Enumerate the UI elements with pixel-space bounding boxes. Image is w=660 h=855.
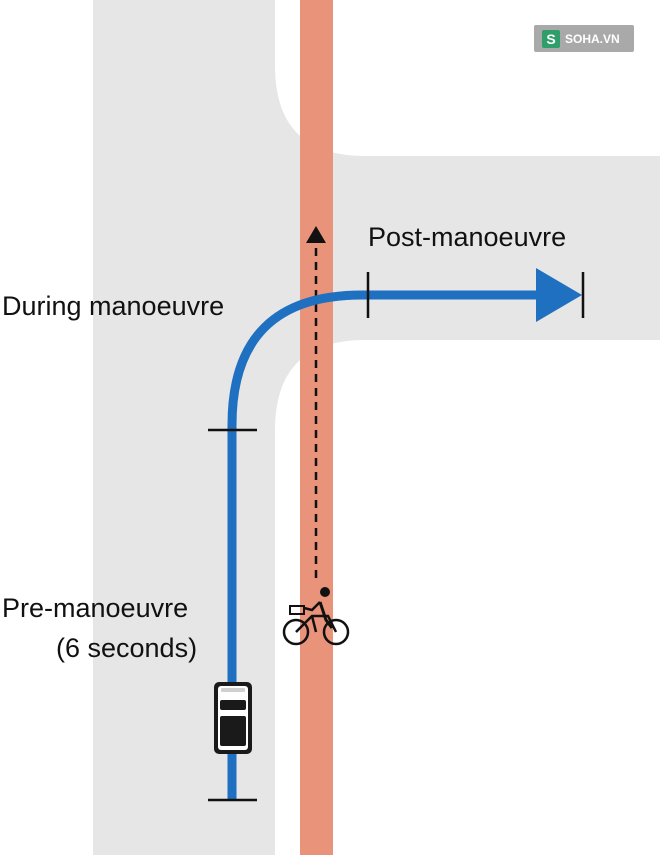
car-path xyxy=(227,290,545,800)
pre-manoeuvre-duration-label: (6 seconds) xyxy=(56,633,198,663)
during-manoeuvre-label: During manoeuvre xyxy=(2,291,225,321)
cyclist-arrowhead-icon xyxy=(306,226,326,243)
side-road xyxy=(340,156,660,340)
cyclist-icon xyxy=(282,587,350,646)
bike-lane xyxy=(300,0,333,855)
pre-manoeuvre-label: Pre-manoeuvre xyxy=(2,593,189,623)
post-manoeuvre-label: Post-manoeuvre xyxy=(368,222,567,252)
watermark-badge-icon: S xyxy=(542,29,560,48)
arrowhead-icon xyxy=(536,268,582,322)
watermark-logo: S SOHA.VN xyxy=(534,25,634,52)
car-icon xyxy=(214,682,252,754)
corner-bottom xyxy=(275,340,660,855)
watermark-text: SOHA.VN xyxy=(565,31,620,46)
phase-markers xyxy=(208,272,585,802)
